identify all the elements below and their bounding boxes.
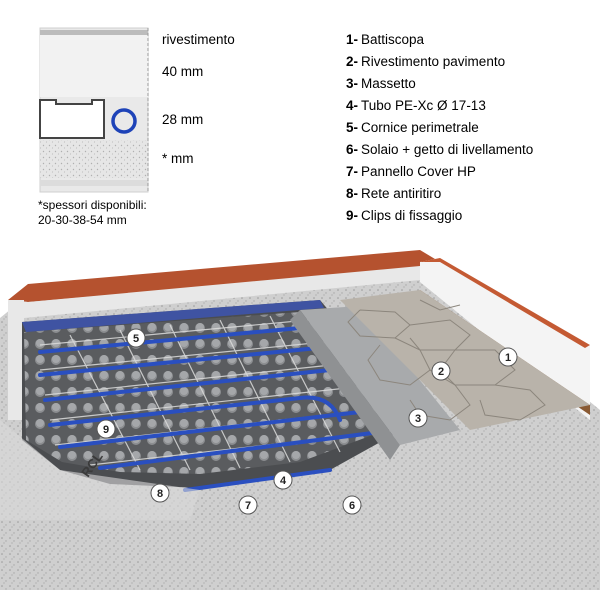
callout-5: 5 <box>126 328 146 348</box>
callout-1: 1 <box>498 347 518 367</box>
legend-text: Massetto <box>361 76 416 91</box>
panel-knobs <box>24 312 402 474</box>
callout-label: 4 <box>280 475 287 487</box>
layer-label-screed: 40 mm <box>162 64 203 79</box>
legend-text: Rivestimento pavimento <box>361 54 505 69</box>
callout-8: 8 <box>150 483 170 503</box>
legend-num: 8- <box>346 186 358 201</box>
layer-label-slab: * mm <box>162 151 194 166</box>
legend-item-5: 5-Cornice perimetrale <box>346 120 479 135</box>
left-wall <box>8 300 24 420</box>
callout-label: 2 <box>438 366 444 378</box>
callout-6: 6 <box>342 495 362 515</box>
callout-9: 9 <box>96 419 116 439</box>
right-wall-brick <box>420 258 590 348</box>
tile-floor <box>340 290 590 430</box>
perimeter-band <box>22 300 324 332</box>
layer-label-panel: 28 mm <box>162 112 203 127</box>
legend-text: Tubo PE-Xc Ø 17-13 <box>361 98 486 113</box>
legend-text: Clips di fissaggio <box>361 208 462 223</box>
legend-num: 7- <box>346 164 358 179</box>
legend-num: 2- <box>346 54 358 69</box>
section-diagram: rivestimento 40 mm 28 mm * mm *spessori … <box>38 27 235 227</box>
legend-item-6: 6-Solaio + getto di livellamento <box>346 142 533 157</box>
thickness-note-line1: *spessori disponibili: <box>38 198 147 212</box>
thickness-note-line2: 20-30-38-54 mm <box>38 213 127 227</box>
legend: 1-Battiscopa 2-Rivestimento pavimento 3-… <box>346 32 533 223</box>
callout-3: 3 <box>408 408 428 428</box>
section-pipe-icon <box>111 108 137 134</box>
screed-edge <box>290 310 400 460</box>
section-base <box>40 180 148 186</box>
callout-2: 2 <box>431 361 451 381</box>
legend-item-1: 1-Battiscopa <box>346 32 425 47</box>
section-panel <box>39 99 105 139</box>
legend-num: 4- <box>346 98 358 113</box>
cutaway-illustration: RCL 1 2 3 <box>0 250 600 590</box>
legend-text: Cornice perimetrale <box>361 120 479 135</box>
callout-label: 7 <box>245 500 251 512</box>
legend-item-9: 9-Clips di fissaggio <box>346 208 462 223</box>
callout-7: 7 <box>238 495 258 515</box>
legend-text: Rete antiritiro <box>361 186 441 201</box>
legend-num: 9- <box>346 208 358 223</box>
callout-label: 6 <box>349 500 355 512</box>
legend-item-2: 2-Rivestimento pavimento <box>346 54 505 69</box>
callout-label: 5 <box>133 333 139 345</box>
legend-item-8: 8-Rete antiritiro <box>346 186 441 201</box>
legend-text: Solaio + getto di livellamento <box>361 142 533 157</box>
section-screed <box>40 35 148 97</box>
legend-num: 1- <box>346 32 358 47</box>
callout-label: 3 <box>415 413 421 425</box>
back-wall <box>10 266 420 318</box>
legend-text: Pannello Cover HP <box>361 164 476 179</box>
callout-4: 4 <box>273 470 293 490</box>
layer-label-coating: rivestimento <box>162 32 235 47</box>
wall-brick-top <box>8 250 440 302</box>
legend-num: 5- <box>346 120 358 135</box>
callouts: 1 2 3 4 5 6 7 <box>96 328 518 515</box>
legend-item-7: 7-Pannello Cover HP <box>346 164 476 179</box>
callout-label: 9 <box>103 424 109 436</box>
legend-item-3: 3-Massetto <box>346 76 416 91</box>
section-slab <box>40 140 148 178</box>
section-coating <box>40 30 148 35</box>
legend-item-4: 4-Tubo PE-Xc Ø 17-13 <box>346 98 486 113</box>
legend-num: 3- <box>346 76 358 91</box>
callout-label: 8 <box>157 488 163 500</box>
anti-shrink-mesh <box>0 420 200 520</box>
legend-text: Battiscopa <box>361 32 425 47</box>
callout-label: 1 <box>505 352 511 364</box>
legend-num: 6- <box>346 142 358 157</box>
